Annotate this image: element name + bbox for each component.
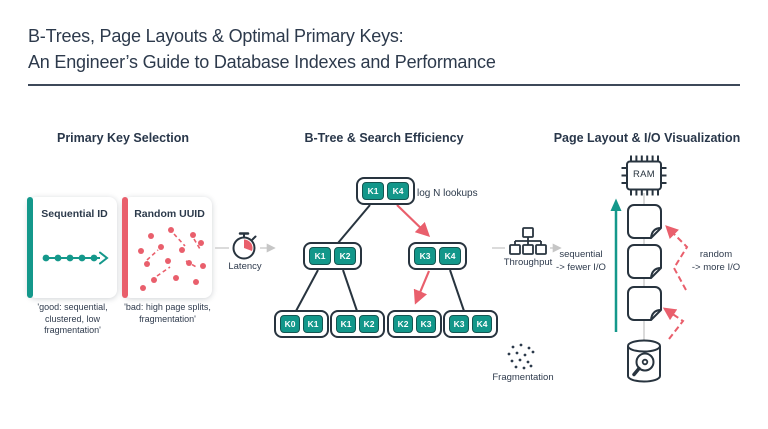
btree-key-chip: K2 xyxy=(359,315,379,333)
btree-key-chip: K1 xyxy=(336,315,356,333)
section-heading-page-layout: Page Layout & I/O Visualization xyxy=(553,131,741,145)
btree-leaf-node-1: K0 K1 xyxy=(274,310,329,338)
hierarchy-icon xyxy=(509,227,547,255)
btree-key-chip: K3 xyxy=(449,315,469,333)
latency-label: Latency xyxy=(228,261,262,272)
btree-key-chip: K3 xyxy=(414,247,436,265)
sequential-id-card: Sequential ID xyxy=(27,197,117,298)
page-title-line1: B-Trees, Page Layouts & Optimal Primary … xyxy=(28,26,404,46)
random-io-zigzag-arrows xyxy=(662,225,689,340)
scatter-dots-icon xyxy=(507,343,535,370)
sequential-io-label: sequential -> fewer I/O xyxy=(556,249,606,273)
btree-key-chip: K2 xyxy=(334,247,356,265)
ram-label: RAM xyxy=(632,169,655,180)
title-divider xyxy=(28,84,740,86)
btree-key-chip: K1 xyxy=(309,247,331,265)
section-heading-primary-key: Primary Key Selection xyxy=(56,131,189,145)
card-accent-red xyxy=(122,197,128,298)
fragmentation-label: Fragmentation xyxy=(492,372,554,383)
btree-key-chip: K2 xyxy=(393,315,413,333)
throughput-label: Throughput xyxy=(503,257,553,268)
page-title-line2: An Engineer’s Guide to Database Indexes … xyxy=(28,52,496,72)
page-file-icon xyxy=(627,204,662,239)
btree-leaf-node-3: K2 K3 xyxy=(387,310,442,338)
btree-key-chip: K1 xyxy=(303,315,323,333)
section-heading-btree: B-Tree & Search Efficiency xyxy=(304,131,464,145)
random-uuid-caption: 'bad: high page splits, fragmentation' xyxy=(124,302,211,324)
random-uuid-card-title: Random UUID xyxy=(134,208,205,220)
database-disk-icon xyxy=(627,339,661,383)
btree-key-chip: K4 xyxy=(472,315,492,333)
btree-root-node: K1 K4 xyxy=(356,177,415,205)
sequential-id-card-title: Sequential ID xyxy=(41,208,108,220)
btree-leaf-node-4: K3 K4 xyxy=(443,310,498,338)
btree-leaf-node-2: K1 K2 xyxy=(330,310,385,338)
page-file-icon xyxy=(627,244,662,279)
btree-key-chip: K0 xyxy=(280,315,300,333)
btree-key-chip: K4 xyxy=(439,247,461,265)
page-file-icon xyxy=(627,286,662,321)
btree-key-chip: K3 xyxy=(416,315,436,333)
btree-internal-right-node: K3 K4 xyxy=(408,242,467,270)
log-n-lookups-annotation: log N lookups xyxy=(417,188,478,199)
btree-key-chip: K1 xyxy=(362,182,384,200)
card-accent-teal xyxy=(27,197,33,298)
random-io-label: random -> more I/O xyxy=(691,249,741,273)
btree-internal-left-node: K1 K2 xyxy=(303,242,362,270)
random-uuid-card: Random UUID xyxy=(122,197,212,298)
stopwatch-icon xyxy=(232,232,257,260)
btree-key-chip: K4 xyxy=(387,182,409,200)
sequential-id-caption: 'good: sequential, clustered, low fragme… xyxy=(37,302,108,336)
